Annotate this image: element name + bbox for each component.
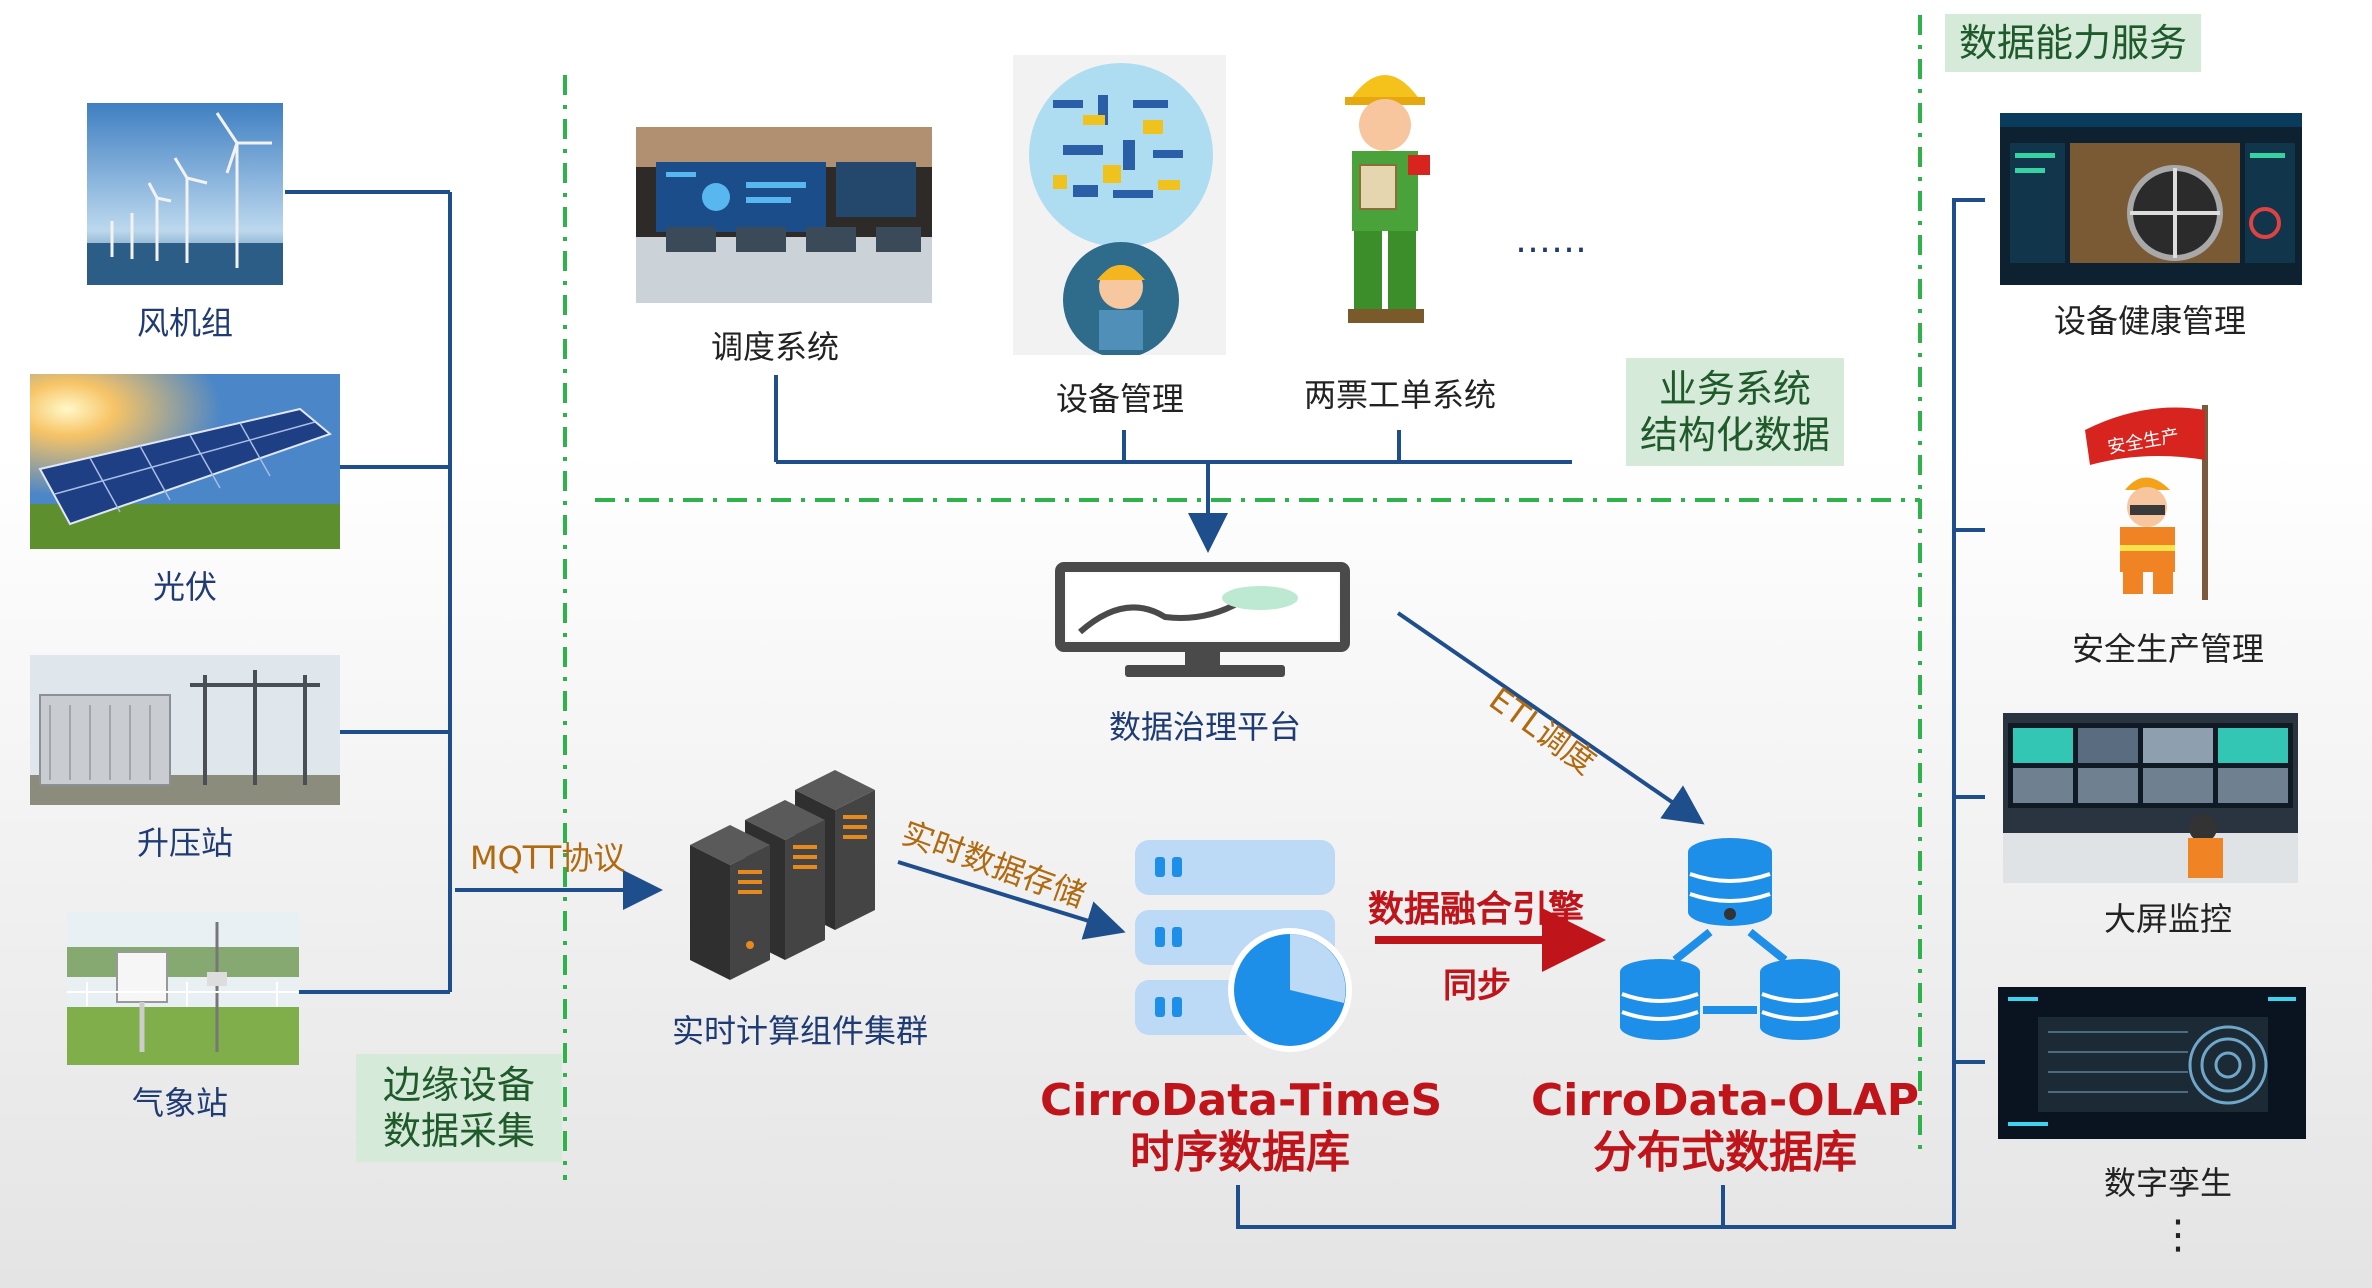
device-label-wind: 风机组 bbox=[136, 304, 233, 342]
realtime-arrow bbox=[897, 860, 1126, 940]
cluster-label: 实时计算组件集群 bbox=[671, 1012, 928, 1050]
business-section-label-line2: 结构化数据 bbox=[1640, 413, 1831, 457]
service-label-health: 设备健康管理 bbox=[2053, 302, 2246, 340]
fusion-engine-label: 数据融合引擎 bbox=[1368, 889, 1585, 930]
service-label-safety: 安全生产管理 bbox=[2071, 630, 2264, 668]
wind-turbine-photo bbox=[87, 103, 283, 285]
solar-panel-photo bbox=[30, 374, 340, 549]
timeseries-db-icon bbox=[1135, 840, 1352, 1052]
business-label-dispatch: 调度系统 bbox=[710, 328, 839, 366]
device-label-pv: 光伏 bbox=[152, 568, 217, 606]
device-label-substation: 升压站 bbox=[136, 824, 233, 862]
timeseries-name: CirroData-TimeS bbox=[1040, 1075, 1443, 1126]
equipment-health-screenshot bbox=[2000, 113, 2302, 285]
olap-desc: 分布式数据库 bbox=[1593, 1127, 1857, 1178]
safety-flag-illustration: 安全生产 bbox=[2075, 395, 2225, 605]
server-cluster-icon bbox=[690, 770, 875, 980]
substation-photo bbox=[30, 655, 340, 805]
timeseries-title: CirroData-TimeS 时序数据库 bbox=[1040, 1075, 1443, 1179]
timeseries-desc: 时序数据库 bbox=[1130, 1127, 1350, 1178]
digital-twin-render bbox=[1998, 987, 2306, 1139]
business-section-label: 业务系统 结构化数据 bbox=[1626, 358, 1844, 466]
governance-label: 数据治理平台 bbox=[1108, 708, 1301, 746]
olap-db-icon bbox=[1620, 838, 1840, 1040]
business-more-ellipsis: …… bbox=[1515, 220, 1587, 261]
device-label-weather: 气象站 bbox=[131, 1084, 228, 1122]
service-label-screen: 大屏监控 bbox=[2103, 900, 2232, 938]
business-label-equipment: 设备管理 bbox=[1055, 380, 1184, 418]
mqtt-protocol-label: MQTT协议 bbox=[470, 839, 626, 877]
edge-section-label-line1: 边缘设备 bbox=[382, 1063, 535, 1107]
tools-gear-illustration bbox=[1013, 55, 1226, 355]
services-title: 数据能力服务 bbox=[1945, 14, 2202, 72]
control-room-photo bbox=[636, 127, 932, 303]
edge-section-label-line2: 数据采集 bbox=[382, 1109, 535, 1153]
governance-monitor-icon bbox=[1055, 562, 1350, 677]
sync-label: 同步 bbox=[1443, 966, 1511, 1006]
etl-arrow bbox=[1396, 611, 1705, 825]
worker-illustration bbox=[1320, 55, 1450, 335]
olap-name: CirroData-OLAP bbox=[1531, 1075, 1919, 1126]
olap-title: CirroData-OLAP 分布式数据库 bbox=[1520, 1075, 1930, 1179]
business-section-label-line1: 业务系统 bbox=[1658, 367, 1811, 411]
monitor-wall-photo bbox=[2003, 713, 2298, 883]
weather-station-photo bbox=[67, 912, 299, 1065]
db-to-services-bus bbox=[1236, 198, 1985, 1229]
business-label-tickets: 两票工单系统 bbox=[1303, 376, 1496, 414]
service-label-twin: 数字孪生 bbox=[2103, 1164, 2232, 1202]
edge-section-label: 边缘设备 数据采集 bbox=[356, 1054, 562, 1162]
services-more-ellipsis: ⋮ bbox=[2158, 1212, 2198, 1258]
